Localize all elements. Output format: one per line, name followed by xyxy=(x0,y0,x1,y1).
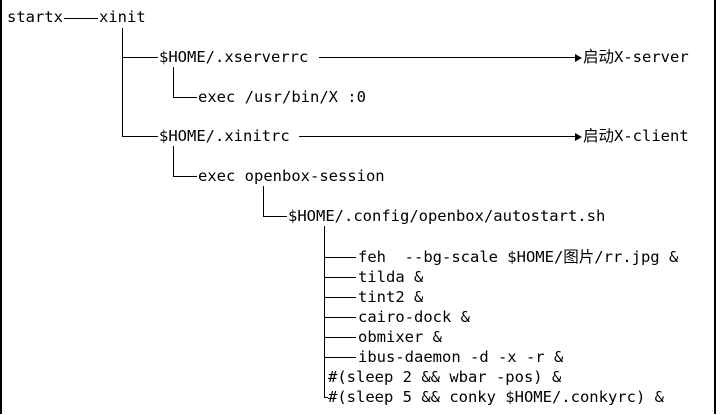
arrow-right-icon xyxy=(575,53,582,62)
xserverrc-label: $HOME/.xserverrc xyxy=(159,48,309,66)
connector-item xyxy=(324,397,328,398)
connector-startx-xinit xyxy=(64,18,98,19)
connector-item xyxy=(324,357,356,358)
xclient-target: 启动X-client xyxy=(583,127,689,145)
autostart-label: $HOME/.config/openbox/autostart.sh xyxy=(288,207,606,225)
connector-item xyxy=(324,277,356,278)
xclient-arrow-line xyxy=(299,136,575,137)
xinitrc-sub-line xyxy=(173,146,174,176)
connector-exec-x xyxy=(173,97,197,98)
xinitrc-label: $HOME/.xinitrc xyxy=(159,127,290,145)
connector-item xyxy=(324,317,356,318)
xserver-arrow-line xyxy=(319,57,575,58)
arrow-right-icon xyxy=(575,132,582,141)
connector-exec-openbox xyxy=(173,176,197,177)
connector-item xyxy=(324,337,356,338)
xinit-trunk-line xyxy=(122,28,123,136)
exec-x-label: exec /usr/bin/X :0 xyxy=(198,88,366,106)
autostart-item-obmixer: obmixer & xyxy=(358,328,442,346)
startx-label: startx xyxy=(7,8,63,26)
connector-item xyxy=(324,257,356,258)
xinit-label: xinit xyxy=(99,8,146,26)
autostart-item-tint2: tint2 & xyxy=(358,288,424,306)
exec-openbox-label: exec openbox-session xyxy=(198,167,385,185)
connector-autostart xyxy=(263,216,287,217)
autostart-item-tilda: tilda & xyxy=(358,268,424,286)
autostart-trunk-line xyxy=(324,226,325,397)
autostart-item-conky-comment: #(sleep 5 && conky $HOME/.conkyrc) & xyxy=(328,388,664,406)
autostart-item-ibus: ibus-daemon -d -x -r & xyxy=(358,348,564,366)
xserverrc-sub-line xyxy=(173,67,174,97)
connector-item xyxy=(324,297,356,298)
autostart-item-wbar-comment: #(sleep 2 && wbar -pos) & xyxy=(328,368,562,386)
connector-xserverrc xyxy=(122,57,158,58)
xserver-target: 启动X-server xyxy=(583,48,689,66)
autostart-item-cairo-dock: cairo-dock & xyxy=(358,308,470,326)
autostart-item-feh: feh --bg-scale $HOME/图片/rr.jpg & xyxy=(358,248,679,266)
openbox-sub-line xyxy=(263,186,264,216)
connector-xinitrc xyxy=(122,136,158,137)
